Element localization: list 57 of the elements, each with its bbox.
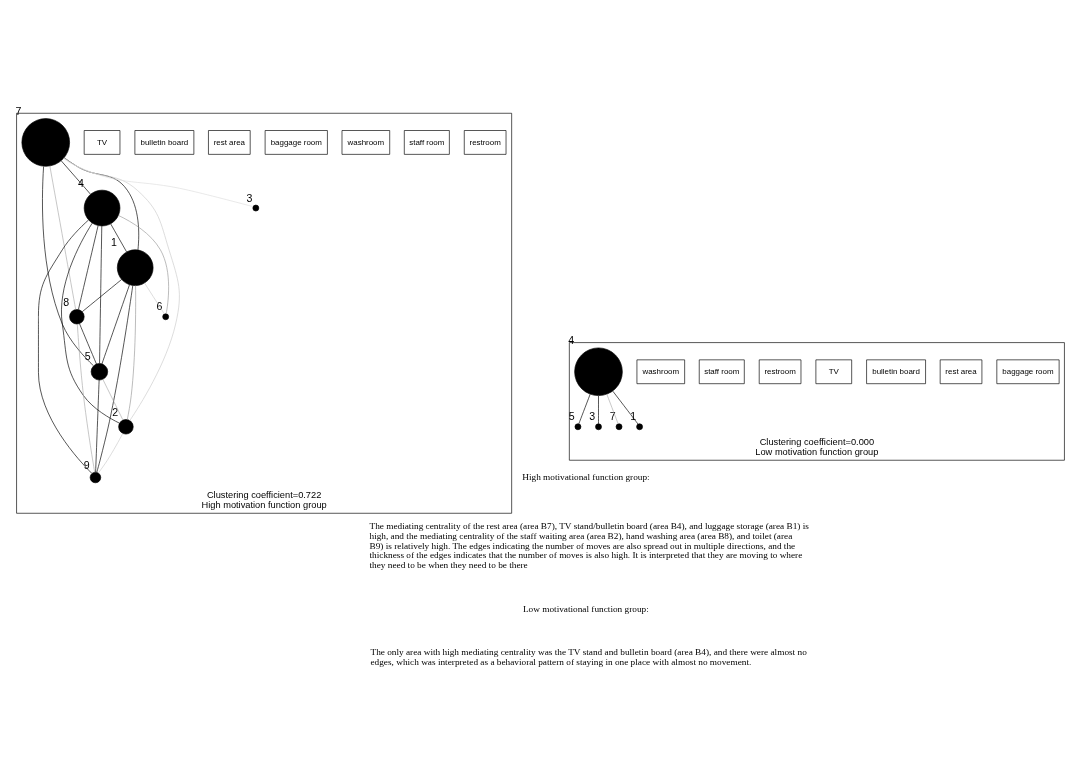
connector — [101, 284, 130, 365]
node-label: 3 — [589, 410, 596, 423]
node-circle — [117, 249, 154, 286]
connector — [578, 393, 591, 425]
node-circle — [83, 189, 121, 227]
connector — [81, 279, 122, 312]
node-label: Low motivation function group — [755, 447, 879, 458]
node-circle — [21, 118, 70, 167]
label: Low motivational function group: — [522, 603, 649, 614]
connector — [606, 393, 619, 425]
node-label: 5 — [84, 350, 91, 363]
node-circle — [615, 423, 623, 431]
node-circle — [89, 471, 102, 484]
node-circle — [595, 423, 602, 431]
node-circle — [574, 347, 623, 396]
node-circle — [162, 313, 169, 321]
label: High motivational function group: — [522, 471, 650, 482]
connector — [77, 323, 95, 473]
connector — [99, 225, 103, 364]
connector — [63, 158, 254, 207]
connector — [144, 282, 165, 315]
connector — [42, 166, 94, 367]
node-label: 9 — [83, 458, 90, 471]
connector — [95, 379, 100, 473]
node-circle — [90, 363, 109, 381]
node-label: 4 — [77, 176, 84, 189]
connector — [118, 215, 169, 314]
connector — [110, 223, 127, 253]
node-circle — [574, 423, 582, 431]
connector — [102, 379, 124, 421]
connector — [49, 165, 76, 310]
connector — [61, 222, 120, 424]
label: The mediating centrality of the rest area (area B7), TV stand/bulletin board (area B4), and luggage storage (area B1) is high, and the mediating centrality of the staff waiting area (area B2), hand washing area (area B8), and toilet (area B9) is relatively high. The edges indicating the number of moves are also spread out in multiple directions, and the thickness of the edges indicates that the number of moves is also high. It is interpreted that they are moving to where they need to be when they need to be there — [369, 520, 809, 571]
connector — [98, 433, 124, 474]
connector — [126, 285, 136, 420]
label: The only area with high mediating centrality was the TV stand and bulletin board (area B4), and there were almost no edges, which was interpreted as a behavioral pattern of staying in one place with almost no movement. — [370, 647, 807, 668]
node-label: 6 — [156, 300, 163, 313]
node-circle — [252, 204, 260, 212]
node-label: 7 — [609, 410, 616, 423]
node-label: 2 — [112, 406, 119, 419]
connector — [612, 390, 639, 425]
node-label: 1 — [111, 236, 117, 249]
connector — [38, 219, 93, 474]
connector — [78, 225, 99, 310]
node-circle — [636, 423, 643, 431]
node-circle — [118, 419, 134, 435]
connector — [79, 323, 97, 365]
connector — [63, 157, 180, 421]
node-label: 8 — [63, 296, 70, 309]
node-label: 3 — [246, 191, 253, 204]
node-label: High motivation function group — [201, 500, 327, 511]
node-circle — [69, 309, 85, 325]
connector — [96, 285, 134, 473]
connector — [598, 395, 599, 425]
node-label: 5 — [568, 410, 575, 423]
connector — [60, 160, 91, 195]
node-label: 1 — [630, 410, 637, 423]
